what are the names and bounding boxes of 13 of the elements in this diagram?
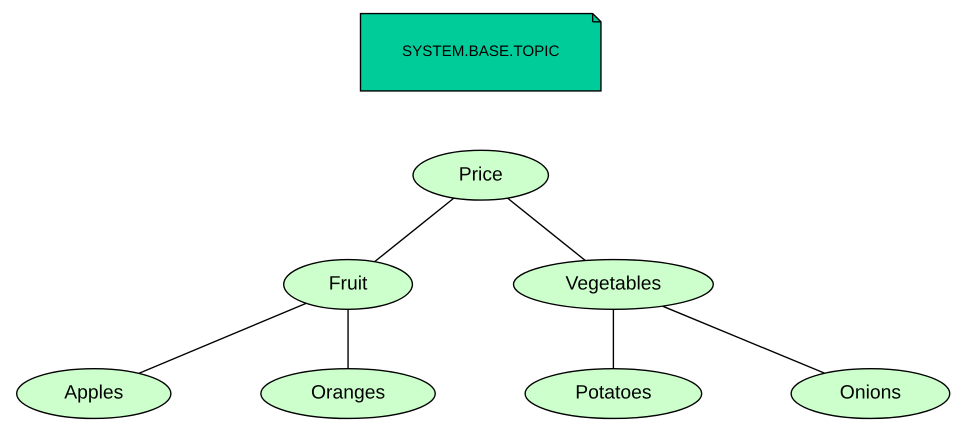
- node-ellipse: Onions: [790, 368, 950, 420]
- connector: [662, 306, 824, 374]
- node-ellipse: Price: [412, 150, 549, 201]
- node-ellipse: Apples: [16, 368, 172, 420]
- node-ellipse: Oranges: [260, 368, 436, 420]
- connector: [506, 198, 586, 261]
- connector: [612, 309, 614, 369]
- node-ellipse: Potatoes: [524, 368, 702, 420]
- connector: [346, 309, 348, 369]
- node-ellipse: Fruit: [282, 258, 413, 310]
- node-ellipse: Vegetables: [512, 258, 714, 310]
- connector: [374, 198, 454, 262]
- connector: [138, 302, 306, 374]
